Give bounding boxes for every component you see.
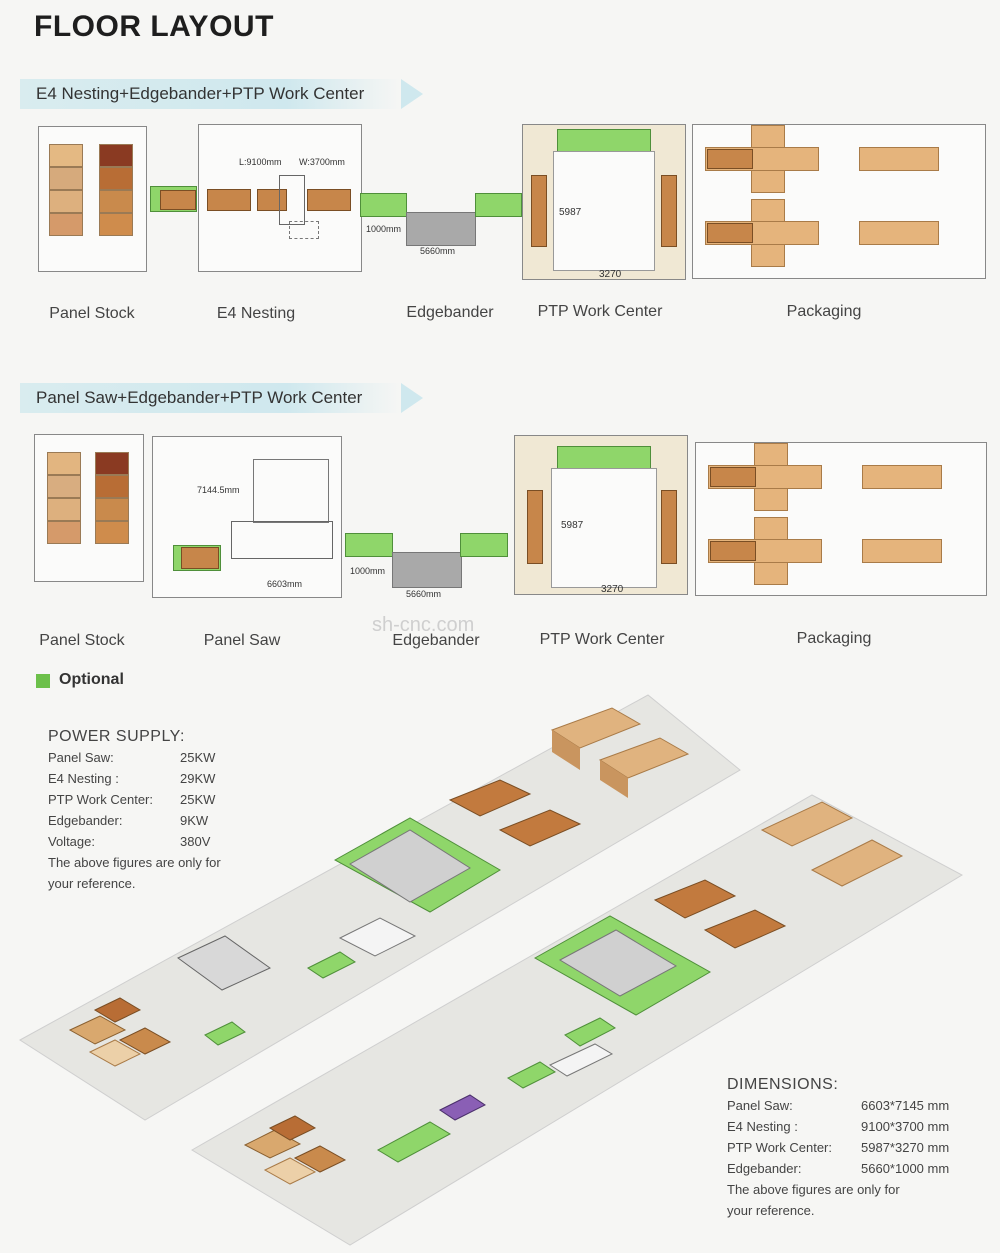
edge-length-dim: 5660mm <box>420 246 456 256</box>
saw-width-dim: 6603mm <box>267 579 303 589</box>
panel-stock-box-1 <box>38 126 147 272</box>
caption-edgebander: Edgebander <box>406 304 494 321</box>
power-row: PTP Work Center:25KW <box>48 792 216 807</box>
nest-length-dim: L:9100mm <box>239 157 282 167</box>
dimensions-panel: DIMENSIONS: Panel Saw:6603*7145 mm E4 Ne… <box>727 1074 949 1221</box>
layout1-banner-text: E4 Nesting+Edgebander+PTP Work Center <box>36 84 365 103</box>
power-row: Voltage:380V <box>48 834 211 849</box>
caption-ptp-work-center: PTP Work Center <box>537 303 663 320</box>
layout2-banner: Panel Saw+Edgebander+PTP Work Center <box>20 383 423 413</box>
edgebander-feed-table-2 <box>345 533 393 557</box>
caption-panel-stock: Panel Stock <box>49 305 135 322</box>
ptp-work-center-box-2: 5987 3270 <box>514 435 688 595</box>
caption-ptp-work-center-2: PTP Work Center <box>539 631 665 648</box>
power-row: Panel Saw:25KW <box>48 750 216 765</box>
e4-nesting-box: L:9100mm W:3700mm <box>198 124 362 272</box>
page-title: FLOOR LAYOUT <box>34 10 274 43</box>
dimensions-note: The above figures are only for your refe… <box>727 1182 900 1218</box>
edge-length-dim-2: 5660mm <box>406 589 442 599</box>
optional-legend-swatch <box>36 674 50 688</box>
ptp-height-dim-2: 5987 <box>561 520 584 531</box>
power-supply-panel: POWER SUPPLY: Panel Saw:25KW E4 Nesting … <box>48 726 238 894</box>
edgebander-out-table <box>475 193 522 217</box>
edge-width-dim: 1000mm <box>366 224 402 234</box>
power-row: Edgebander:9KW <box>48 813 209 828</box>
power-supply-heading: POWER SUPPLY: <box>48 728 185 745</box>
dimension-row: Panel Saw:6603*7145 mm <box>727 1098 950 1113</box>
ptp-width-dim-2: 3270 <box>601 584 624 595</box>
layout2-banner-text: Panel Saw+Edgebander+PTP Work Center <box>36 388 363 407</box>
edgebander-feed-table <box>360 193 407 217</box>
ptp-width-dim: 3270 <box>599 269 622 280</box>
ptp-work-center-box-1: 5987 3270 <box>522 124 686 280</box>
ptp-height-dim: 5987 <box>559 207 582 218</box>
dimensions-heading: DIMENSIONS: <box>727 1076 839 1093</box>
power-row: E4 Nesting :29KW <box>48 771 216 786</box>
caption-panel-saw: Panel Saw <box>203 632 281 649</box>
panel-stock-box-2 <box>34 434 144 582</box>
panel-saw-box: 7144.5mm 6603mm <box>152 436 342 598</box>
dimension-row: E4 Nesting :9100*3700 mm <box>727 1119 950 1134</box>
packaging-box-2 <box>695 442 987 596</box>
caption-e4-nesting: E4 Nesting <box>216 305 296 322</box>
edgebander-machine <box>406 212 476 246</box>
caption-packaging: Packaging <box>786 303 862 320</box>
isometric-floor-plan <box>19 694 964 1246</box>
caption-packaging-2: Packaging <box>796 630 872 647</box>
saw-height-dim: 7144.5mm <box>197 485 240 495</box>
optional-legend-label: Optional <box>59 671 124 688</box>
dimension-row: Edgebander:5660*1000 mm <box>727 1161 950 1176</box>
edgebander-machine-2 <box>392 552 462 588</box>
caption-panel-stock-2: Panel Stock <box>39 632 125 649</box>
edge-width-dim-2: 1000mm <box>350 566 386 576</box>
packaging-box-1 <box>692 124 986 279</box>
edgebander-out-table-2 <box>460 533 508 557</box>
panel-piece <box>160 190 196 210</box>
layout1-banner: E4 Nesting+Edgebander+PTP Work Center <box>20 79 423 109</box>
power-note: The above figures are only for your refe… <box>48 855 221 891</box>
caption-edgebander-2: Edgebander <box>392 632 480 649</box>
dimension-row: PTP Work Center:5987*3270 mm <box>727 1140 950 1155</box>
nest-width-dim: W:3700mm <box>299 157 345 167</box>
watermark: sh-cnc.com <box>372 614 475 636</box>
